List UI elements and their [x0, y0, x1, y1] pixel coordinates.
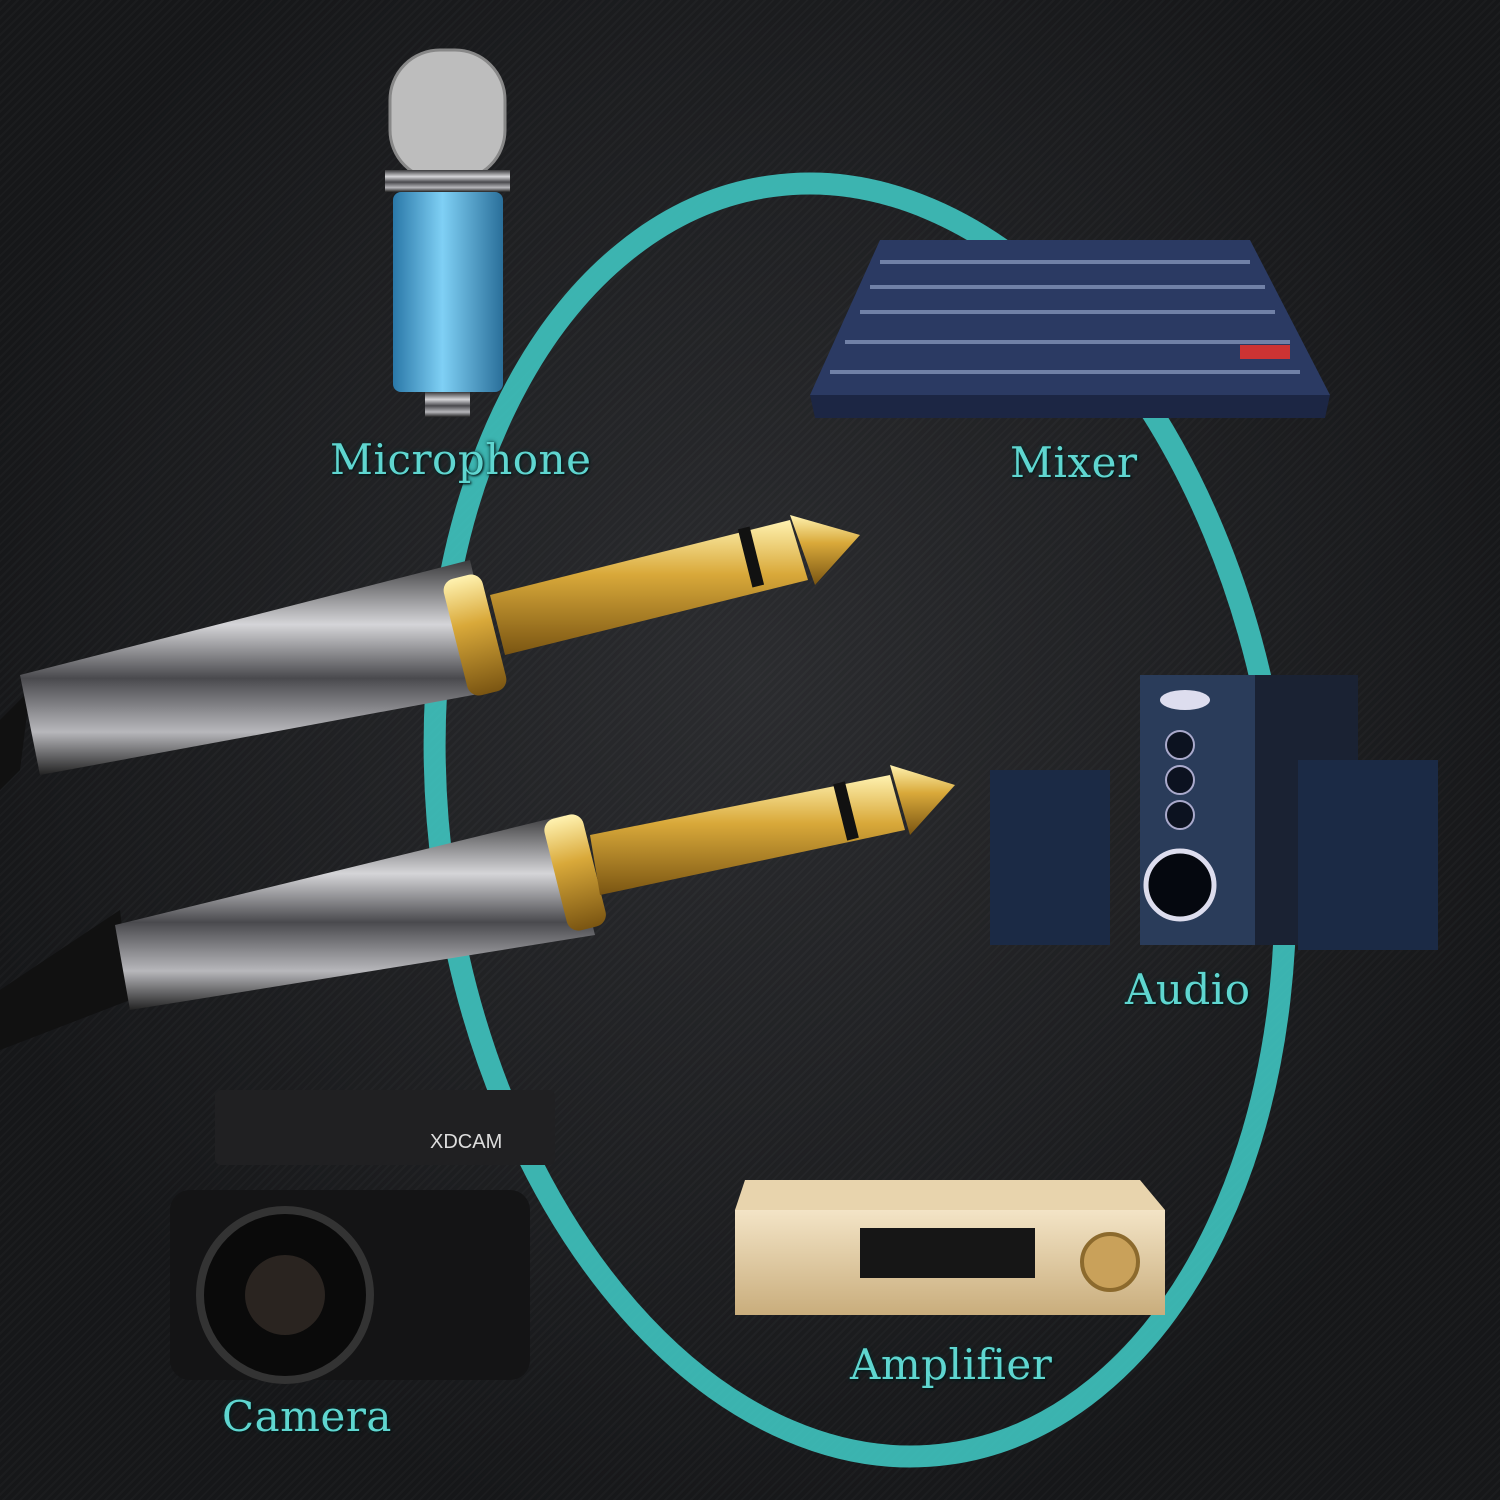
jack-plug-bottom — [0, 765, 955, 1050]
camera-image: XDCAM — [170, 1090, 555, 1384]
microphone-image — [385, 48, 510, 417]
label-camera: Camera — [222, 1392, 392, 1441]
jack-plug-top — [0, 515, 860, 790]
camera-brand: XDCAM — [430, 1131, 502, 1153]
label-amplifier: Amplifier — [850, 1340, 1053, 1389]
label-microphone: Microphone — [330, 435, 592, 484]
label-audio: Audio — [1125, 965, 1251, 1014]
mixer-image — [810, 240, 1330, 418]
amplifier-image — [735, 1180, 1165, 1315]
label-mixer: Mixer — [1010, 438, 1138, 487]
audio-speakers-image — [990, 675, 1438, 950]
